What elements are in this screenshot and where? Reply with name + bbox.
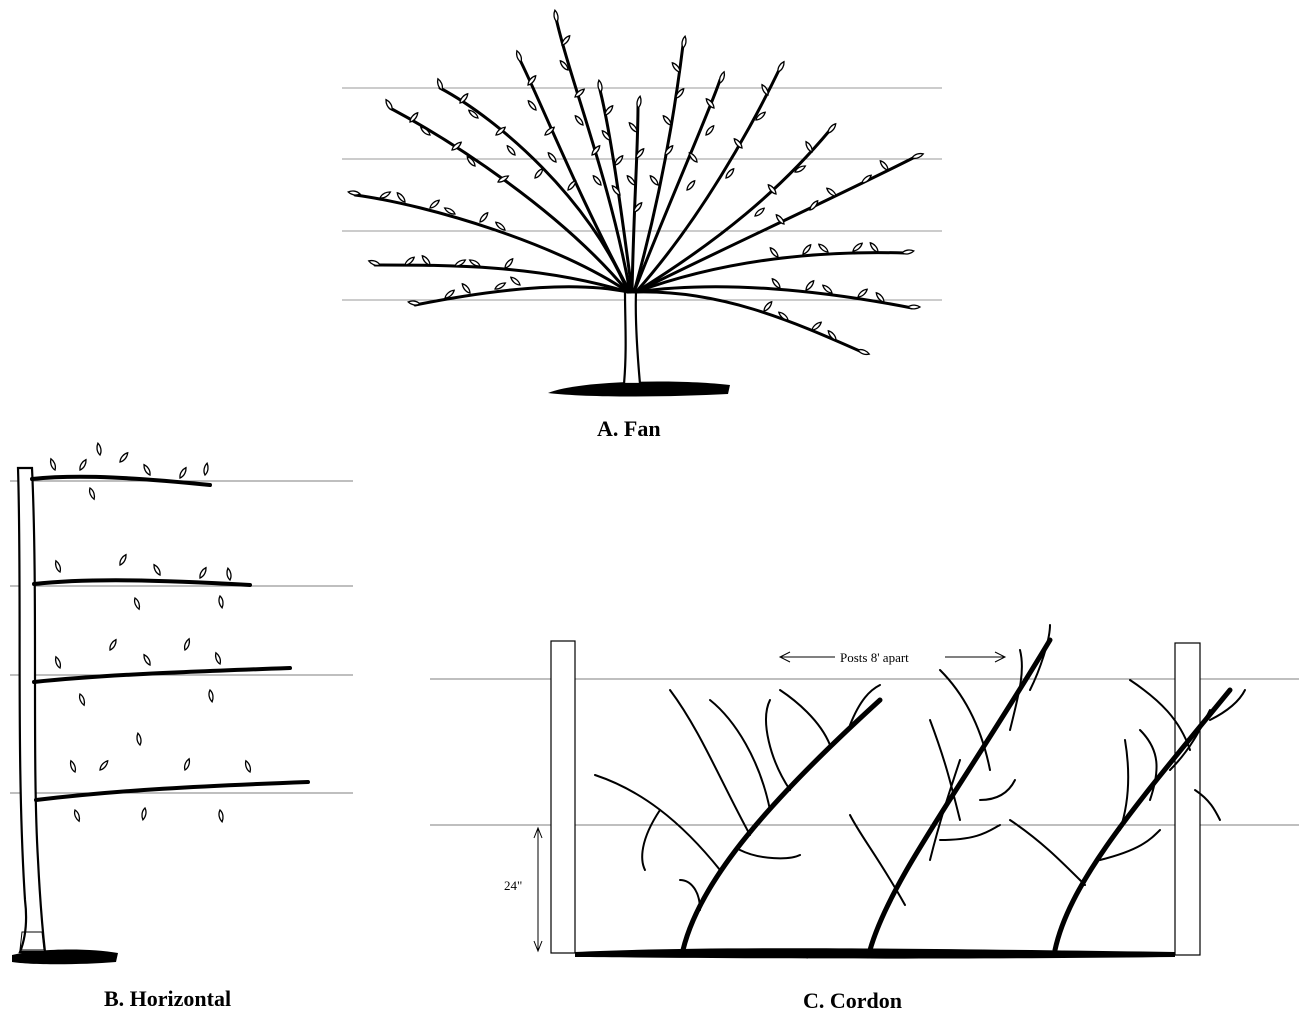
cordon-caption: C. Cordon [803, 988, 903, 1013]
horizontal-trunk [16, 466, 47, 954]
horizontal-figure [10, 442, 353, 965]
cordon-ground [575, 948, 1175, 959]
wire-height-label: 24" [504, 878, 523, 893]
cordon-left-post [550, 640, 576, 954]
horizontal-trellis-wires [10, 480, 353, 794]
cordon-trees [594, 624, 1246, 953]
horizontal-leaves [48, 442, 253, 823]
horizontal-graft-union [19, 931, 45, 951]
fan-trunk [622, 290, 642, 386]
cordon-height-arrow [533, 826, 543, 953]
fan-figure [342, 9, 942, 397]
fan-caption: A. Fan [597, 416, 661, 441]
fan-ground [548, 381, 730, 397]
post-spacing-label: Posts 8' apart [840, 650, 909, 665]
horizontal-ground [12, 949, 118, 965]
cordon-right-post [1174, 642, 1201, 956]
cordon-spacing-arrow [778, 651, 1007, 663]
horizontal-arms [30, 474, 310, 802]
horizontal-caption: B. Horizontal [104, 986, 232, 1011]
cordon-figure [430, 624, 1299, 959]
